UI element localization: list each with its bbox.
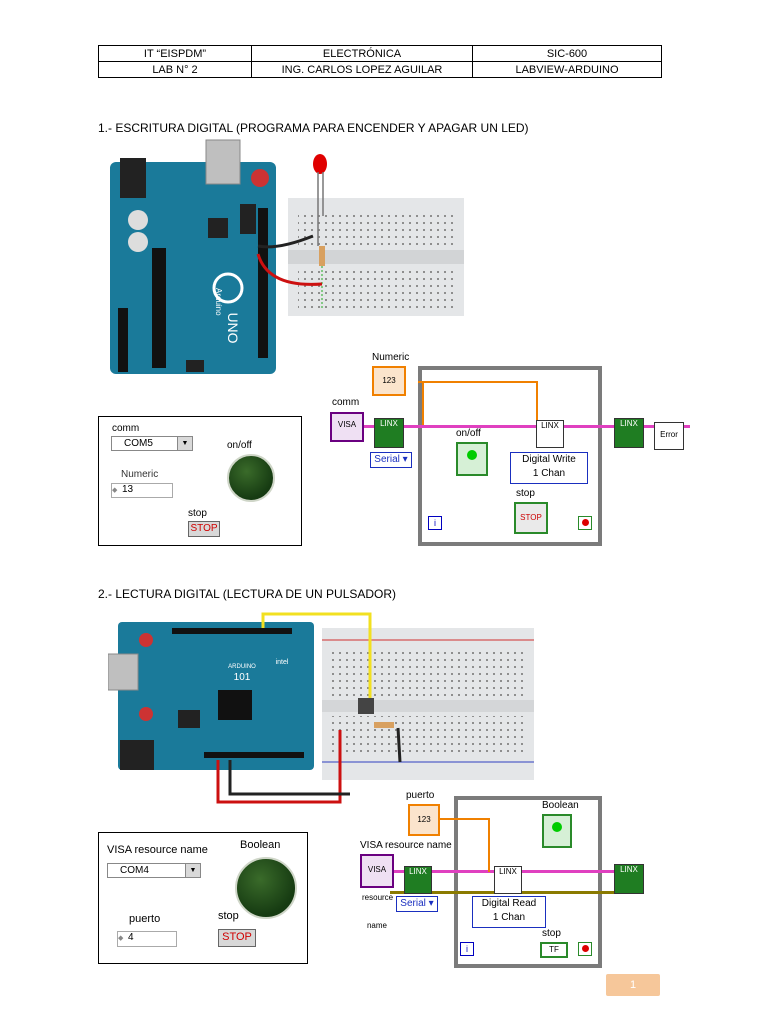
board2-name: 101 (234, 672, 251, 683)
iteration-terminal: i (460, 942, 474, 956)
visa-node[interactable]: VISA (330, 412, 364, 442)
comm-value: COM5 (124, 438, 153, 449)
puerto-wire-drop (488, 818, 490, 872)
loop-condition-icon (578, 942, 592, 956)
visa-resource-label: VISA resource name (107, 844, 208, 856)
serial-value: Serial (374, 454, 400, 465)
puerto-label: puerto (129, 913, 161, 925)
puerto-node[interactable]: 123 (408, 804, 440, 836)
boolean-led[interactable] (235, 857, 297, 919)
numeric-wire (418, 381, 538, 383)
led-icon (467, 450, 477, 460)
digital-read-select[interactable]: Digital Read 1 Chan (472, 896, 546, 928)
numeric-wire-drop (536, 381, 538, 425)
comm-select[interactable]: COM5 ▼ (111, 436, 193, 451)
increment-icon[interactable]: ◆ (118, 935, 124, 942)
numeric-value: 13 (122, 484, 134, 495)
error-handler-node[interactable]: Error (654, 422, 684, 450)
digital-read-vi[interactable]: LINX (494, 866, 522, 894)
header-cell: SIC-600 (472, 45, 662, 62)
arduino-uno-diagram: UNO Arduino (110, 139, 464, 374)
puerto-wire (436, 818, 490, 820)
stop-button[interactable]: STOP (188, 521, 220, 537)
serial-select[interactable]: Serial ▾ (396, 896, 438, 912)
numeric-node-label: Numeric (372, 352, 410, 363)
stop-node-label: stop (516, 488, 535, 499)
chan-label: 1 Chan (492, 912, 526, 923)
header-table: IT “EISPDM” ELECTRÓNICA SIC-600 LAB N° 2… (98, 45, 662, 78)
linx-close-node[interactable]: LINX (614, 864, 644, 894)
header-cell: LAB N° 2 (98, 61, 252, 78)
stop-label: stop (188, 508, 207, 519)
board1-name: UNO (225, 312, 241, 343)
serial-value: Serial (400, 898, 426, 909)
header-cell: ING. CARLOS LOPEZ AGUILAR (251, 61, 473, 78)
onoff-node[interactable] (456, 442, 488, 476)
puerto-value: 4 (128, 932, 134, 943)
board2-brand: ARDUINO (228, 664, 256, 670)
visa-wire (350, 425, 690, 428)
numeric-control[interactable]: ◆ 13 (111, 483, 173, 498)
linx-open-node[interactable]: LINX (374, 418, 404, 448)
boolean-node-label: Boolean (542, 800, 579, 811)
while-loop-2 (454, 796, 602, 968)
boolean-label: Boolean (240, 839, 281, 851)
visa-node-label: VISA resource name (360, 840, 452, 851)
boolean-node[interactable] (542, 814, 572, 848)
board1-brand: Arduino (214, 288, 223, 316)
digital-write-label: Digital Write (522, 454, 576, 465)
board2-maker: intel (276, 659, 289, 666)
digital-write-select[interactable]: Digital Write 1 Chan (510, 452, 588, 484)
page-number: 1 (606, 974, 660, 996)
comm-node-label: comm (332, 397, 360, 408)
header-cell: ELECTRÓNICA (251, 45, 473, 62)
stop2-label: stop (218, 910, 239, 922)
loop-condition-icon (578, 516, 592, 530)
chevron-down-icon[interactable]: ▼ (177, 437, 192, 450)
numeric-node[interactable]: 123 (372, 366, 406, 396)
stop-node-label: stop (542, 928, 561, 939)
front-panel-1: comm COM5 ▼ on/off Numeric ◆ 13 stop STOP (98, 416, 302, 546)
block-diagram-2: i puerto 123 VISA resource name VISA res… (356, 790, 676, 970)
while-loop-1 (418, 366, 602, 546)
section1-title: 1.- ESCRITURA DIGITAL (PROGRAMA PARA ENC… (98, 121, 529, 135)
chan-label: 1 Chan (532, 468, 566, 479)
block-diagram-1: i Numeric 123 comm VISA LINX Serial ▾ on… (328, 350, 708, 550)
numeric-wire-in (422, 381, 424, 425)
onoff-led-button[interactable] (227, 454, 275, 502)
iteration-terminal: i (428, 516, 442, 530)
digital-write-vi[interactable]: LINX (536, 420, 564, 448)
increment-icon[interactable]: ◆ (112, 487, 118, 494)
digital-read-label: Digital Read (481, 898, 537, 909)
header-cell: IT “EISPDM” (98, 45, 252, 62)
section2-title: 2.- LECTURA DIGITAL (LECTURA DE UN PULSA… (98, 587, 397, 601)
linx-close-node[interactable]: LINX (614, 418, 644, 448)
stop-node[interactable]: STOP (514, 502, 548, 534)
numeric-label: Numeric (121, 469, 159, 480)
chevron-down-icon[interactable]: ▼ (185, 864, 200, 877)
arduino-101-diagram: 101 ARDUINO intel (108, 612, 534, 804)
linx-open-node[interactable]: LINX (404, 866, 432, 894)
puerto-node-label: puerto (406, 790, 435, 801)
comm-label: comm (112, 423, 140, 434)
front-panel-2: VISA resource name COM4 ▼ Boolean puerto… (98, 832, 308, 964)
serial-select[interactable]: Serial ▾ (370, 452, 412, 468)
visa-node[interactable]: VISA resource name (360, 854, 394, 930)
onoff-label: on/off (227, 440, 252, 451)
header-cell: LABVIEW-ARDUINO (472, 61, 662, 78)
led-icon (552, 822, 562, 832)
puerto-control[interactable]: ◆4 (117, 931, 177, 947)
onoff-node-label: on/off (456, 428, 481, 439)
visa-resource-select[interactable]: COM4 ▼ (107, 863, 201, 878)
visa-value: COM4 (120, 865, 149, 876)
stop2-button[interactable]: STOP (218, 929, 256, 947)
stop-node[interactable]: TF (540, 942, 568, 958)
